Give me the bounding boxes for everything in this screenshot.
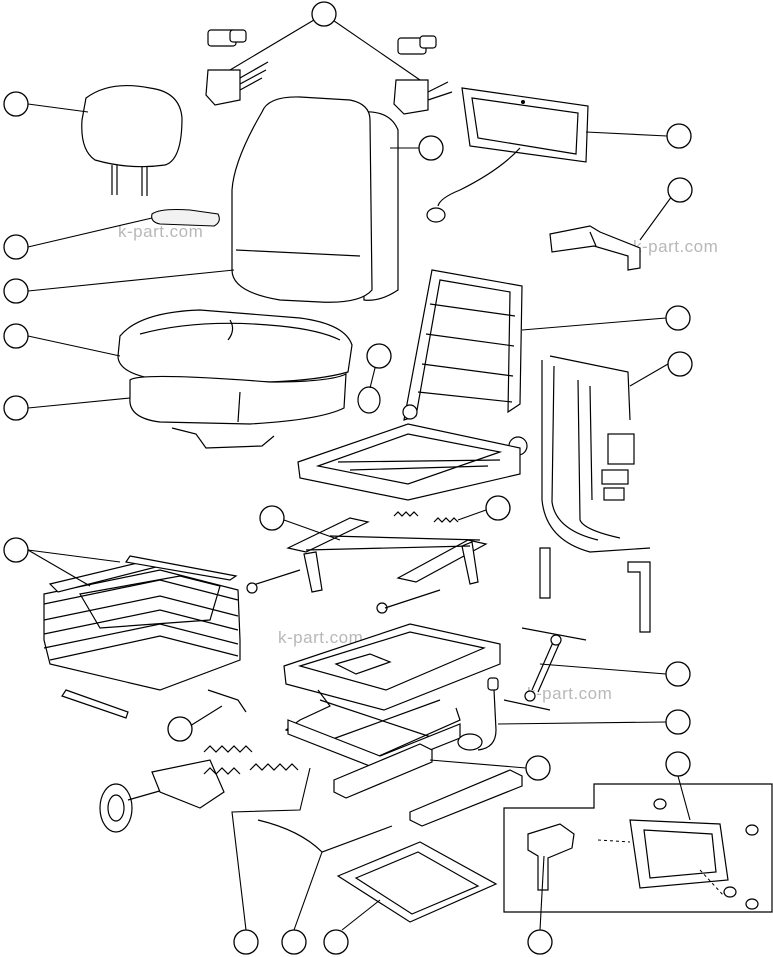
cushion-wire (171, 427, 275, 449)
watermark-1: k-part.com (118, 222, 204, 241)
seat-belt (539, 355, 651, 633)
headrest (81, 84, 183, 196)
callouts (3, 1, 693, 955)
watermark-2: k-part.com (633, 237, 719, 256)
headrest-bracket-right (393, 35, 453, 115)
seat-frame (297, 269, 528, 501)
shock-absorber (503, 627, 587, 711)
lower-crossmember (336, 841, 498, 923)
grommet (357, 386, 381, 414)
armrest-pad (151, 208, 220, 227)
cover-clip (549, 225, 641, 271)
lumbar-pocket (426, 87, 589, 223)
seat-cushion (117, 309, 353, 425)
seat-adjuster-rails (246, 517, 488, 614)
lower-strap (61, 689, 129, 719)
adjuster-springs (393, 511, 459, 523)
spring-wire (257, 819, 393, 853)
watermark-3: k-part.com (278, 628, 364, 647)
headrest-bracket-left (205, 29, 269, 106)
cable-bracket (207, 689, 247, 713)
watermark-4: k-part.com (527, 684, 613, 703)
inset-detail-box (503, 783, 773, 913)
weight-adjuster (99, 745, 299, 833)
suspension-bellows (43, 569, 241, 691)
slide-rails (48, 555, 238, 593)
scissor-mechanism (283, 623, 501, 771)
backrest-cushion (231, 96, 399, 303)
base-rails (333, 743, 523, 827)
